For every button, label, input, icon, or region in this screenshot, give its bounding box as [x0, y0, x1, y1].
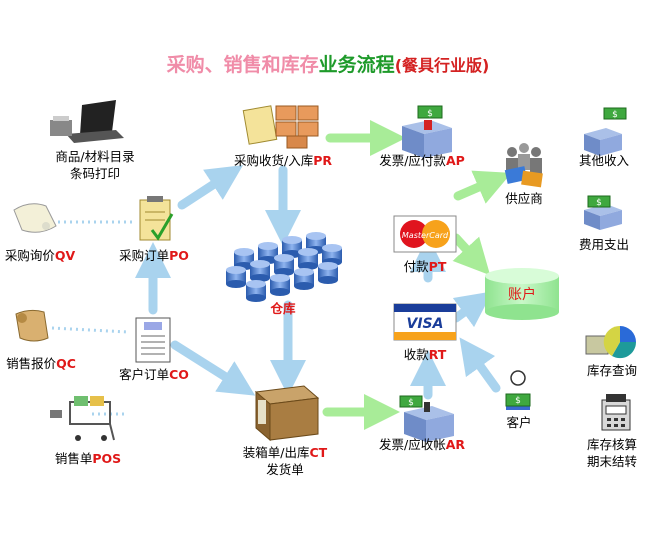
customer-order-label: 客户订单CO [119, 367, 189, 382]
pos-cart-icon [50, 396, 115, 441]
pos-label: 销售单POS [54, 451, 122, 466]
warehouse-label: 仓库 [270, 301, 296, 316]
customer-label: 客户 [506, 415, 532, 430]
customer-person-icon: $ [505, 370, 531, 410]
expense-label: 费用支出 [578, 237, 629, 252]
warehouse-cylinder [274, 254, 294, 276]
laptop-printer-icon [50, 100, 124, 143]
supplier-label: 供应商 [505, 191, 543, 206]
svg-text:$: $ [515, 396, 521, 406]
purchase-order-clipboard-icon [139, 196, 174, 241]
ar-building-icon: $ [399, 395, 454, 442]
inventory-query-label: 库存查询 [586, 363, 637, 378]
warehouse-cylinder [322, 244, 342, 266]
receipt-boxes-icon [242, 105, 319, 149]
diagram-title: 采购、销售和库存业务流程(餐具行业版) [166, 54, 490, 76]
customer-order-document-icon [135, 317, 171, 363]
catalog-label: 商品/材料目录 条码打印 [55, 149, 135, 181]
expense-icon: $ [584, 195, 622, 230]
quote-scroll-icon [15, 309, 49, 342]
blue-flow-arrows [135, 165, 501, 400]
inquiry-scroll-icon [13, 203, 57, 233]
receipt-label: 采购收货/入库PR [233, 153, 332, 168]
quote-label: 销售报价QC [6, 356, 76, 371]
inquiry-label: 采购询价QV [4, 248, 76, 263]
packing-box-icon [254, 385, 320, 442]
collection-label: 收款RT [403, 347, 447, 362]
packing-label: 装箱单/出库CT 发货单 [242, 445, 328, 477]
warehouse-cylinder [294, 268, 314, 290]
svg-text:$: $ [427, 109, 433, 119]
inventory-audit-fax-icon [601, 394, 631, 431]
green-flow-arrows [322, 120, 512, 430]
purchase-order-label: 采购订单PO [119, 248, 189, 263]
warehouse-cylinder [282, 236, 302, 258]
mastercard-icon: MasterCard [393, 215, 457, 253]
ar-label: 发票/应收帐AR [378, 437, 466, 452]
warehouse-cylinder [246, 280, 266, 302]
payment-label: 付款PT [403, 259, 447, 274]
svg-text:$: $ [596, 198, 602, 208]
warehouse-cylinder [250, 260, 270, 282]
account-label: 账户 [508, 287, 536, 303]
warehouse-cylinders-icon [226, 232, 342, 302]
svg-text:VISA: VISA [407, 316, 444, 332]
ap-building-icon: $ [402, 105, 452, 158]
svg-text:$: $ [612, 110, 618, 120]
warehouse-cylinder [226, 266, 246, 288]
inventory-query-pie-icon [585, 325, 637, 359]
visa-card-icon: VISA [393, 303, 457, 341]
svg-text:MasterCard: MasterCard [402, 231, 449, 240]
svg-text:$: $ [408, 398, 414, 408]
other-income-label: 其他收入 [578, 153, 629, 168]
other-income-icon: $ [584, 107, 627, 156]
warehouse-cylinder [298, 248, 318, 270]
warehouse-cylinder [270, 274, 290, 296]
supplier-people-icon [504, 143, 543, 188]
warehouse-cylinder [318, 262, 338, 284]
account-cylinder [485, 268, 559, 320]
ap-label: 发票/应付款AP [379, 153, 465, 168]
inventory-audit-label: 库存核算 期末结转 [586, 437, 637, 469]
